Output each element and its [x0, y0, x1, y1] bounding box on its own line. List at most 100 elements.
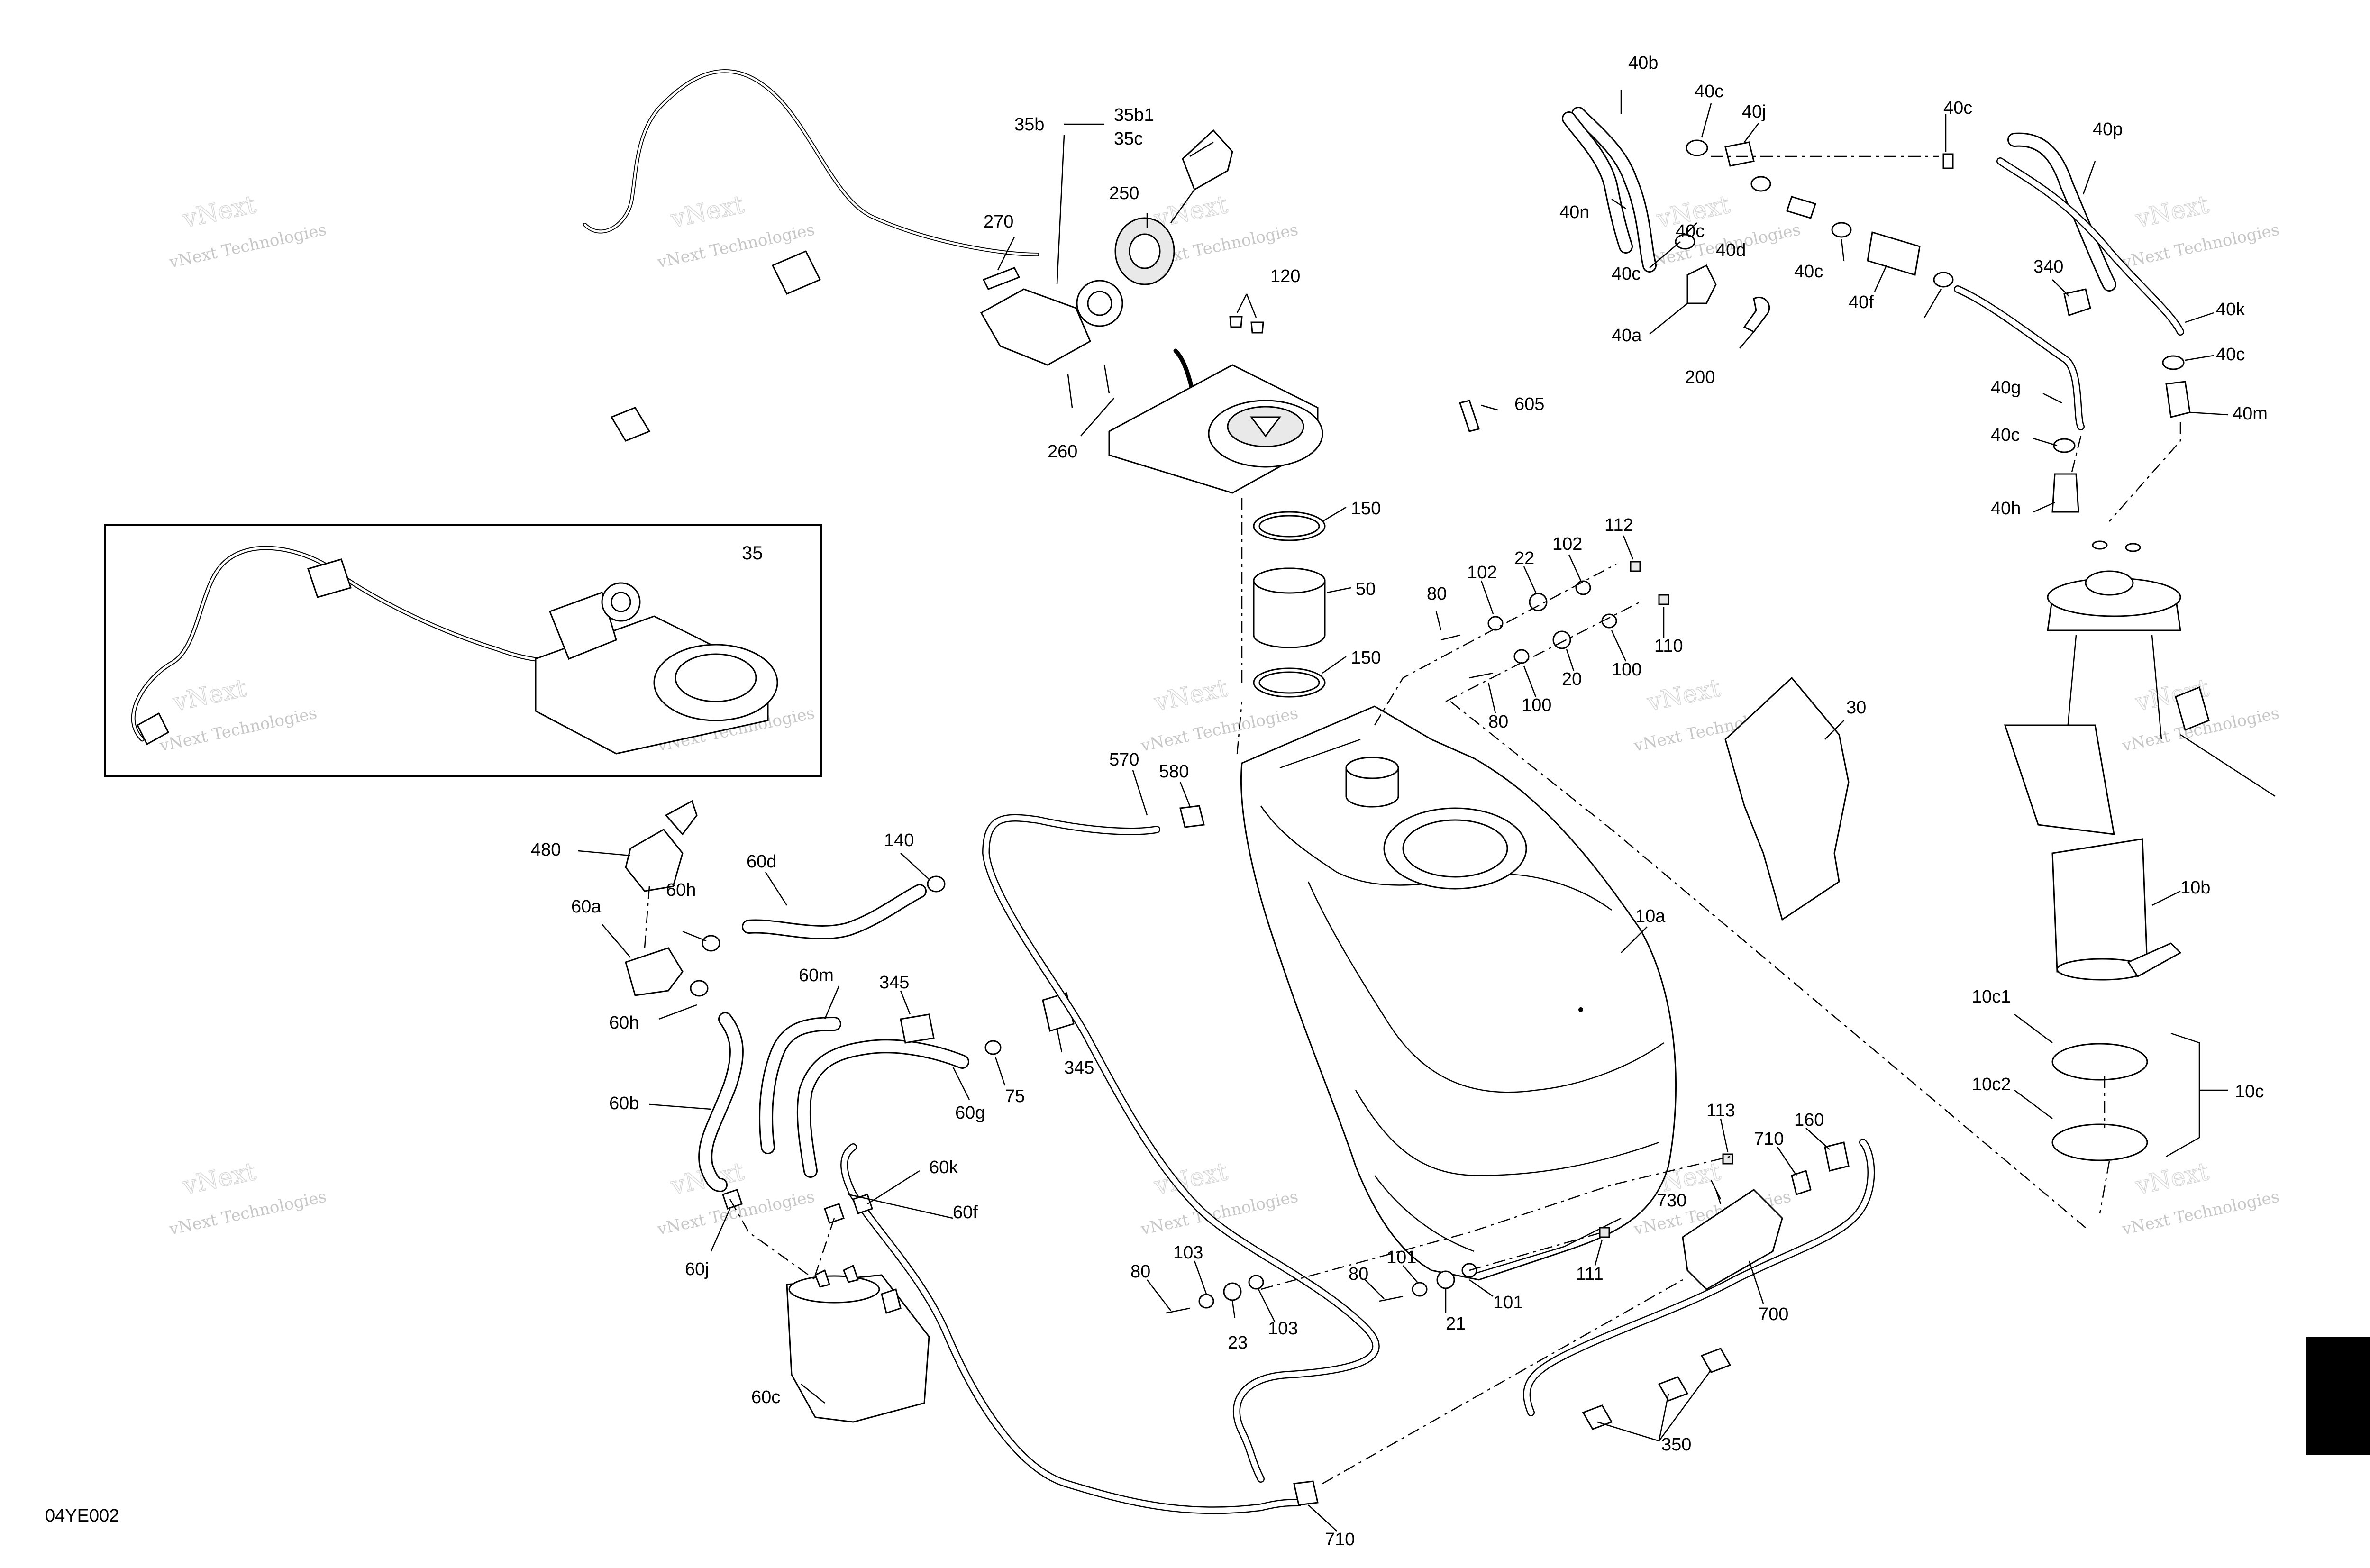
callout-10c: 10c: [2235, 1082, 2264, 1102]
callout-60c: 60c: [751, 1387, 780, 1407]
clamp-40c-8: [2053, 438, 2076, 453]
washer-102-b: [1575, 580, 1591, 595]
callout-60j: 60j: [685, 1259, 709, 1279]
fitting-40d: [1786, 196, 1816, 219]
clip-350-a: [1582, 1404, 1613, 1430]
callout-120: 120: [1270, 266, 1300, 286]
bolt-260-a: [1067, 374, 1073, 408]
callout-345: 345: [1064, 1058, 1094, 1078]
callout-260: 260: [1048, 442, 1077, 462]
pump-body: [2051, 838, 2148, 973]
callout-20: 20: [1562, 669, 1582, 689]
watermark-1: vNext vNext Technologies: [167, 190, 328, 272]
callout-730: 730: [1657, 1191, 1686, 1211]
inset-lock-housing: [549, 592, 617, 660]
float-arm: [2180, 734, 2276, 797]
callout-150: 150: [1351, 648, 1381, 668]
fuel-lines-40: [1459, 107, 2191, 513]
callout-21: 21: [1446, 1314, 1466, 1334]
callout-80: 80: [1427, 584, 1447, 604]
callout-40c: 40c: [1695, 82, 1723, 101]
valve-60a: [625, 947, 684, 996]
watermark-vnext: vNext: [180, 191, 258, 234]
callout-60a: 60a: [571, 897, 602, 917]
callout-350: 350: [1661, 1435, 1691, 1455]
clamp-160: [1824, 1141, 1850, 1172]
grommet-20: [1552, 630, 1571, 649]
screw-120-b: [1250, 321, 1264, 334]
callout-710: 710: [1325, 1530, 1355, 1550]
clamp-40c-2: [1750, 176, 1771, 192]
key-head: [1182, 129, 1233, 191]
quick-connect-40h: [2051, 473, 2079, 513]
separator-700: [1293, 1139, 1875, 1506]
callout-60h: 60h: [609, 1013, 639, 1033]
callout-250: 250: [1109, 183, 1139, 203]
clamp-40c-4: [1933, 272, 1954, 288]
callout-160: 160: [1794, 1110, 1824, 1130]
washer-100-a: [1513, 649, 1530, 664]
tie-605: [1459, 400, 1480, 432]
callout-40j: 40j: [1742, 102, 1766, 122]
callout-60k: 60k: [929, 1158, 958, 1177]
callout-480: 480: [531, 840, 561, 860]
callout-80: 80: [1488, 712, 1508, 732]
fuel-tank-10a: [1240, 705, 1677, 1281]
callout-30: 30: [1846, 698, 1866, 718]
seal-ring-10c2: [2051, 1123, 2148, 1161]
nut-110: [1658, 594, 1669, 605]
clip-340: [2063, 288, 2091, 316]
connector-40j: [1724, 141, 1755, 167]
fuel-filter-40f: [1867, 231, 1921, 276]
washer-102-a: [1487, 616, 1504, 631]
callout-60d: 60d: [747, 852, 776, 872]
inset-label: 35: [742, 543, 763, 564]
watermark-6: vNext vNext Technologies: [158, 674, 319, 756]
callout-140: 140: [884, 830, 914, 850]
callout-40g: 40g: [1991, 378, 2021, 398]
callout-22: 22: [1514, 548, 1534, 568]
watermark-11: vNext vNext Technologies: [167, 1157, 328, 1239]
clamp-60j: [722, 1189, 743, 1210]
callout-40n: 40n: [1559, 202, 1589, 222]
retaining-ring-10c1: [2051, 1043, 2148, 1081]
filler-cap-logo: [1250, 416, 1281, 438]
watermark-vnext: vNext: [2133, 1158, 2211, 1201]
callout-112: 112: [1604, 515, 1633, 535]
nut-112: [1630, 561, 1641, 572]
callout-35b1: 35b1: [1114, 105, 1154, 125]
nut-111: [1599, 1227, 1610, 1238]
callout-102: 102: [1467, 563, 1497, 583]
callout-40c: 40c: [1676, 221, 1705, 241]
callout-40m: 40m: [2233, 404, 2268, 424]
callout-40d: 40d: [1716, 240, 1746, 260]
document-code: 04YE002: [45, 1506, 119, 1526]
grommet-21: [1436, 1270, 1455, 1289]
watermark-15: vNext vNext Technologies: [2120, 1157, 2281, 1239]
clip-345-a: [900, 1013, 935, 1044]
callout-10b: 10b: [2180, 878, 2210, 898]
clamp-580: [1179, 805, 1205, 828]
callout-40c: 40c: [1612, 264, 1641, 284]
washer-103-b: [1248, 1275, 1264, 1290]
lock-plate-270: [982, 267, 1021, 290]
callout-101: 101: [1386, 1248, 1416, 1267]
callout-345: 345: [879, 973, 909, 993]
grommet-22: [1529, 593, 1548, 611]
filler-lock-assembly: [583, 69, 1323, 494]
watermark-5: vNext vNext Technologies: [2120, 190, 2281, 272]
callout-580: 580: [1159, 762, 1189, 782]
inset-frame: [104, 524, 822, 777]
nut-113: [1722, 1153, 1733, 1165]
heat-shield-30: [1724, 676, 1850, 921]
callout-10c2: 10c2: [1972, 1075, 2011, 1094]
pump-outlet: [2085, 570, 2134, 596]
callout-40h: 40h: [1991, 499, 2021, 519]
washer-103-a: [1198, 1294, 1214, 1309]
callout-50: 50: [1356, 579, 1376, 599]
clamp-710-bottom: [1293, 1480, 1319, 1506]
canister-60c: [786, 1274, 930, 1423]
clamp-40c-3: [1831, 222, 1852, 238]
clip-200: [1743, 296, 1770, 333]
